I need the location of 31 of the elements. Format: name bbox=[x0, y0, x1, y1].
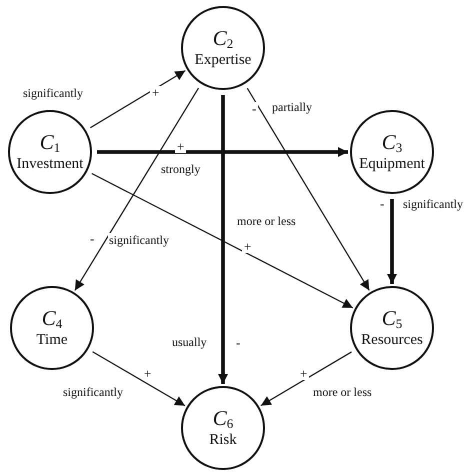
concept-symbol: C$_{4}$ bbox=[42, 308, 62, 330]
edge-label: more or less bbox=[236, 214, 297, 228]
arrow bbox=[90, 70, 186, 128]
concept-name: Risk bbox=[209, 432, 237, 448]
edge-label: usually bbox=[171, 335, 208, 349]
arrow bbox=[387, 199, 397, 284]
edge-label: strongly bbox=[160, 162, 202, 176]
edge-label: significantly bbox=[22, 86, 84, 100]
concept-name: Resources bbox=[361, 332, 423, 348]
concept-name: Time bbox=[36, 332, 68, 348]
edge-label: significantly bbox=[402, 197, 464, 211]
concept-name: Equipment bbox=[359, 156, 425, 172]
arrow bbox=[92, 351, 186, 406]
arrow bbox=[246, 88, 370, 291]
concept-symbol: C$_{1}$ bbox=[40, 132, 60, 154]
sign-label: + bbox=[150, 86, 162, 99]
edge-label: more or less bbox=[312, 385, 373, 399]
arrow bbox=[74, 88, 200, 291]
edge-label: partially bbox=[271, 100, 313, 114]
arrow bbox=[260, 351, 352, 406]
arrow bbox=[97, 147, 348, 157]
arrow bbox=[218, 95, 228, 384]
edge-label: significantly bbox=[108, 233, 170, 247]
concept-name: Investment bbox=[16, 156, 84, 172]
arrow bbox=[92, 172, 354, 308]
concept-symbol: C$_{5}$ bbox=[382, 308, 402, 330]
concept-symbol: C$_{6}$ bbox=[212, 408, 234, 430]
concept-name: Expertise bbox=[194, 52, 252, 68]
concept-symbol: C$_{2}$ bbox=[212, 28, 234, 50]
edge-label: significantly bbox=[62, 385, 124, 399]
concept-symbol: C$_{3}$ bbox=[382, 132, 402, 154]
